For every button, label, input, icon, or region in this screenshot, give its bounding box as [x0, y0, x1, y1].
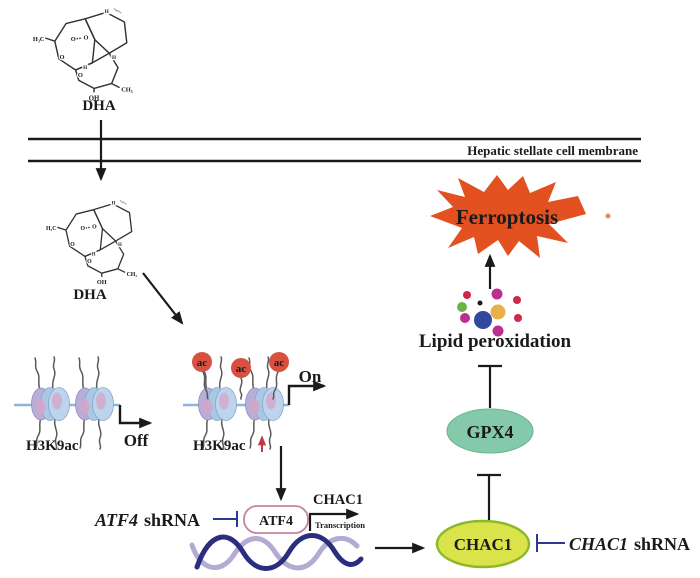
- chac1-shrna-inhibition-bar: [536, 534, 565, 552]
- gpx4-inhibits-lipid-bar: [478, 364, 502, 408]
- transcription-label: Transcription: [315, 520, 365, 530]
- gpx4-ellipse: [447, 409, 533, 453]
- ferroptosis-group: Ferroptosis: [430, 175, 611, 258]
- lipid-dot: [457, 302, 467, 312]
- h3k9ac-label-off: H3K9ac: [26, 438, 79, 454]
- ac-label: ac: [236, 363, 247, 375]
- on-arrow: [287, 380, 327, 405]
- off-arrow: [118, 405, 153, 429]
- ac-label: ac: [274, 357, 285, 369]
- dha-structure-top: [31, 7, 134, 104]
- dna-strand-light: [189, 535, 360, 571]
- gpx4-ellipse-border: [446, 408, 534, 454]
- acetyl-mark-icon: [269, 352, 289, 372]
- chac1-shrna-suffix: shRNA: [634, 534, 690, 554]
- cell-membrane: Hepatic stellate cell membrane: [28, 137, 641, 163]
- ac-label: ac: [197, 357, 208, 369]
- ac-stem: [239, 377, 243, 400]
- atf4-box: [243, 505, 309, 534]
- nucleosome: [74, 356, 115, 450]
- lipid-dot: [460, 313, 470, 323]
- transcription-arrow: [308, 508, 360, 531]
- chac1-shrna-label: CHAC1 shRNA: [569, 534, 690, 554]
- chac1-shrna-gene: CHAC1: [569, 534, 628, 554]
- membrane-label: Hepatic stellate cell membrane: [467, 143, 638, 158]
- lipid-dot: [490, 304, 506, 320]
- lipid-dot: [491, 288, 503, 300]
- gpx4-group: GPX4: [446, 408, 534, 454]
- dha-label-top: DHA: [82, 98, 116, 114]
- dna-strand-dark: [194, 533, 364, 571]
- on-state-label: On: [299, 367, 322, 386]
- atf4-label: ATF4: [259, 514, 293, 529]
- dha-label-bottom: DHA: [73, 287, 107, 303]
- atf4-shrna-label: ATF4 shRNA: [94, 510, 200, 530]
- atf4-shrna-gene: ATF4: [94, 510, 138, 530]
- ac-stem: [272, 371, 279, 400]
- h3k9ac-label-on: H3K9ac: [193, 438, 246, 454]
- lipid-dot: [477, 300, 483, 306]
- chac1-inhibits-gpx4-bar: [477, 473, 501, 520]
- chromatin-on-group: ac ac ac On H3K9ac: [183, 352, 327, 454]
- ac-stem: [202, 371, 209, 400]
- lipid-dot: [514, 314, 522, 322]
- chac1-ellipse-border: [435, 519, 531, 569]
- chac1-label: CHAC1: [454, 535, 513, 554]
- acetyl-mark-icon: [192, 352, 212, 372]
- atf4-shrna-suffix: shRNA: [144, 510, 200, 530]
- transcription-gene-label: CHAC1: [313, 492, 363, 508]
- dha-structure-bottom: [44, 199, 139, 288]
- gpx4-label: GPX4: [467, 422, 514, 442]
- dna-helix: [189, 533, 364, 571]
- nucleosome: [30, 356, 71, 450]
- lipid-dots-cluster: [457, 288, 522, 337]
- atf4-shrna-inhibition-bar: [213, 511, 238, 527]
- ferroptosis-starburst-icon: [430, 175, 586, 258]
- dha-to-chromatin-arrow: [142, 272, 184, 325]
- off-state-label: Off: [124, 431, 149, 450]
- starburst-speck-icon: [605, 213, 611, 219]
- lipid-dot: [463, 291, 471, 299]
- ferroptosis-label: Ferroptosis: [456, 205, 558, 229]
- lipid-dot: [474, 311, 492, 329]
- chromatin-off-group: Off H3K9ac: [14, 356, 153, 454]
- acetyl-mark-icon: [231, 358, 251, 378]
- atf4-group: ATF4 shRNA ATF4 CHAC1 Transcription: [94, 492, 365, 571]
- chac1-ellipse: [437, 521, 529, 567]
- lipid-dot: [492, 325, 504, 337]
- chac1-group: CHAC1 CHAC1 shRNA: [435, 519, 690, 569]
- lipid-peroxidation-group: Lipid peroxidation: [419, 288, 572, 352]
- lipid-peroxidation-label: Lipid peroxidation: [419, 331, 572, 352]
- lipid-dot: [513, 296, 521, 304]
